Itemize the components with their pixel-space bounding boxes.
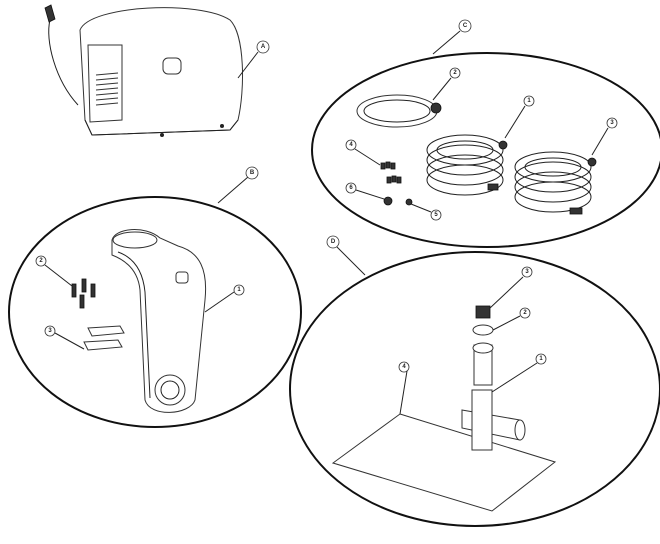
svg-text:2: 2 — [523, 310, 527, 316]
detail-c-hoses-fittings: C 2 1 3 4 — [311, 19, 660, 248]
svg-text:3: 3 — [610, 120, 614, 126]
svg-text:A: A — [261, 44, 266, 50]
hose-coil-3 — [514, 151, 597, 215]
detail-d-valve-assembly: D 4 3 2 1 — [289, 235, 660, 527]
svg-text:4: 4 — [349, 142, 353, 148]
callout-d3: 3 — [489, 266, 533, 309]
svg-text:2: 2 — [453, 70, 457, 76]
main-unit-assembly-a — [44, 4, 243, 137]
callout-c6: 6 — [345, 182, 385, 200]
callout-b2: 2 — [35, 255, 73, 287]
svg-text:3: 3 — [48, 328, 52, 334]
callout-c4: 4 — [345, 139, 381, 166]
svg-text:5: 5 — [434, 212, 438, 218]
callout-b3: 3 — [44, 325, 85, 350]
hose-coil-1 — [426, 134, 508, 196]
callout-d1: 1 — [491, 353, 547, 393]
callout-d2: 2 — [492, 307, 531, 331]
callout-c2: 2 — [432, 67, 461, 101]
svg-text:2: 2 — [39, 258, 43, 264]
callout-c1: 1 — [504, 95, 535, 139]
callout-c: C — [432, 19, 472, 55]
svg-text:3: 3 — [525, 269, 529, 275]
mounting-sheet — [331, 413, 557, 512]
callout-d: D — [326, 235, 366, 276]
svg-text:1: 1 — [527, 98, 531, 104]
callout-a: A — [237, 40, 270, 79]
callout-c3: 3 — [591, 117, 618, 156]
callout-b: B — [217, 166, 259, 204]
svg-text:1: 1 — [539, 356, 543, 362]
svg-text:C: C — [463, 23, 468, 29]
detail-b-cover-hardware: B 2 3 1 — [8, 166, 302, 428]
svg-text:D: D — [331, 239, 336, 245]
svg-text:B: B — [250, 170, 255, 176]
callout-b1: 1 — [204, 284, 245, 313]
callout-c5: 5 — [410, 203, 442, 221]
svg-text:6: 6 — [349, 185, 353, 191]
svg-text:1: 1 — [237, 287, 241, 293]
callout-d4: 4 — [398, 361, 410, 415]
svg-text:4: 4 — [402, 364, 406, 370]
